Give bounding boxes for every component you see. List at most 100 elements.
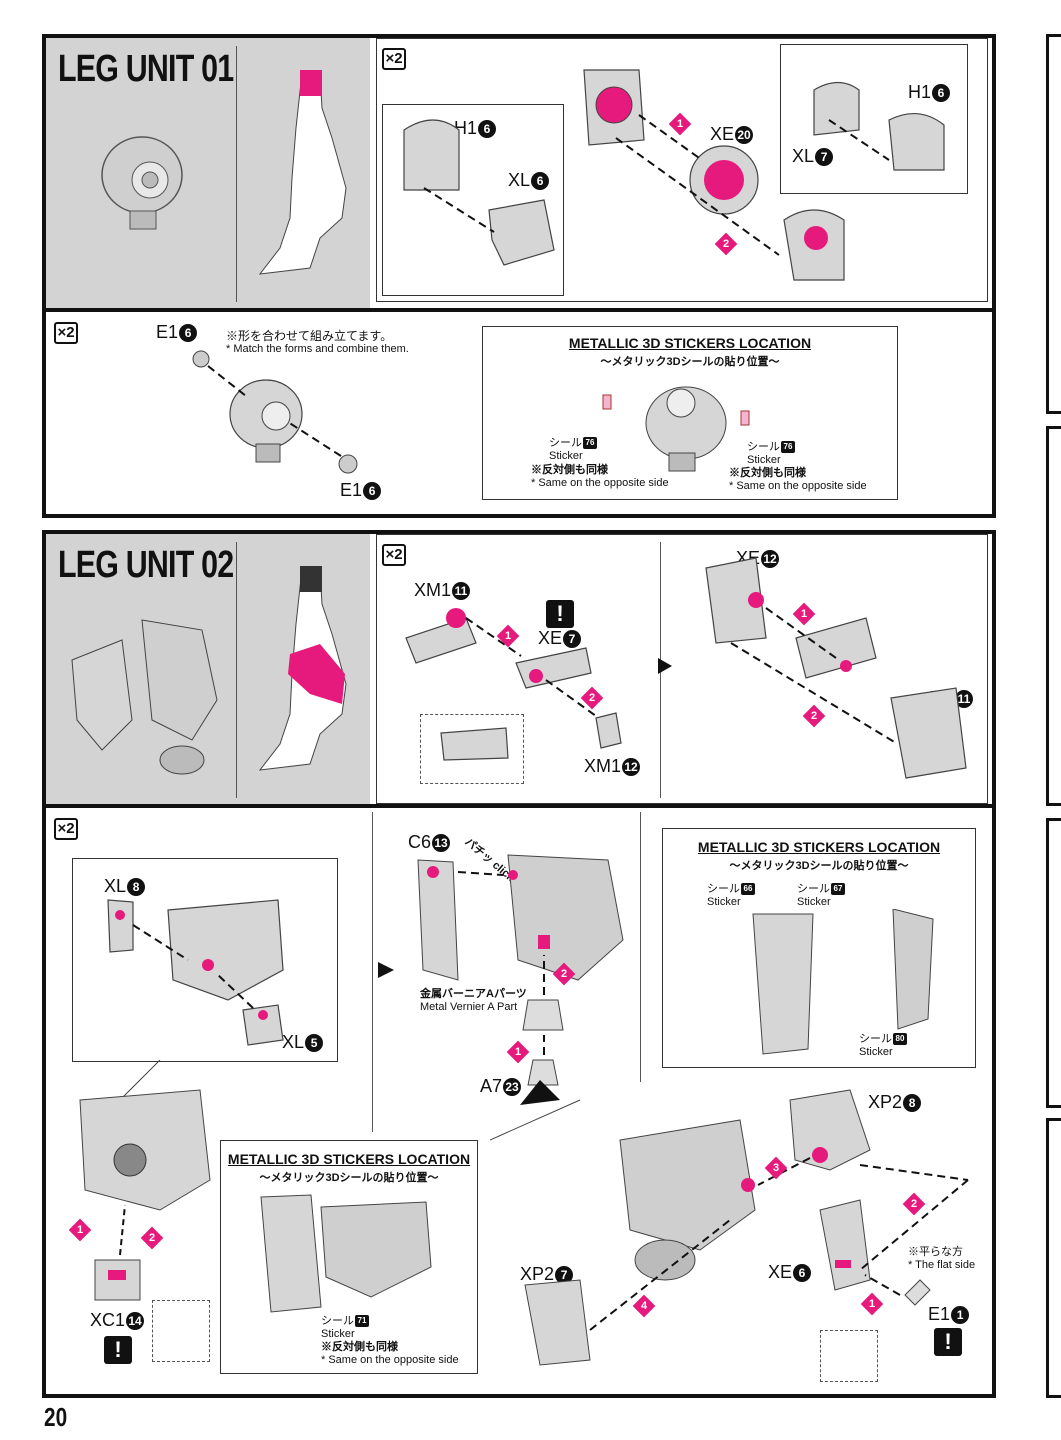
note-jp: ※形を合わせて組み立てます。 [226,329,393,343]
part-number: 14 [126,1312,145,1330]
sticker-left-note-jp: ※反対側も同様 [531,464,608,476]
step-marker: 1 [506,1040,530,1064]
part-number: 11 [955,690,974,708]
stickers-title: METALLIC 3D STICKERS LOCATION [227,1151,471,1167]
part-number: 6 [179,324,198,342]
sticker-number: 66 [741,883,755,895]
multiplier-badge: ×2 [382,544,406,566]
note-en: * Match the forms and combine them. [226,343,409,355]
flat-note-en: * The flat side [908,1259,976,1271]
step-marker: 2 [802,704,826,728]
divider [372,812,373,1132]
sticker-number: 71 [355,1315,369,1327]
sticker-number: 76 [781,441,795,453]
detail-inset [420,714,524,784]
leg2-sticker-a-diagram [752,909,934,1055]
sticker-number: 80 [893,1033,907,1045]
sticker-label-en: Sticker [321,1328,355,1340]
vernier-label-en: Metal Vernier A Part [420,1001,518,1013]
leg1-step1-inset-left [382,104,564,296]
part-number: 6 [531,172,550,190]
part-number: 12 [761,550,780,568]
part-number: 8 [903,1094,922,1112]
sticker-right-en: Sticker [747,454,781,466]
leg1-sticker-diagram [602,386,750,472]
multiplier-badge: ×2 [54,322,78,344]
step-marker: 1 [792,602,816,626]
divider [46,804,992,808]
side-tab [1046,426,1061,806]
step-marker: 2 [552,962,576,986]
step-marker: 2 [580,686,604,710]
leg2-step2-center-diagram [378,854,624,1086]
multiplier-badge: ×2 [54,818,78,840]
side-tab [1046,34,1061,414]
part-number: 6 [932,84,951,102]
stickers-subtitle: 〜メタリック3Dシールの貼り位置〜 [600,356,780,368]
leg2-stickers-box-a: METALLIC 3D STICKERS LOCATION 〜メタリック3Dシー… [662,828,976,1068]
part-number: 23 [503,1078,522,1096]
stickers-subtitle: 〜メタリック3Dシールの貼り位置〜 [729,860,909,872]
caution-icon: ! [934,1328,962,1356]
part-number: 1 [951,1306,970,1324]
step-marker: 3 [764,1156,788,1180]
leg-unit-02-title: LEG UNIT 02 [58,544,234,586]
part-number: 6 [793,1264,812,1282]
part-number: 6 [363,482,382,500]
divider [46,308,992,312]
sticker-number: 67 [831,883,845,895]
leg2-step2-lower-left-diagram [79,1060,211,1301]
part-number: 5 [305,1034,324,1052]
sticker-right-note-en: * Same on the opposite side [729,480,867,492]
step-marker: 1 [668,112,692,136]
caution-icon: ! [104,1336,132,1364]
leg1-step2-diagram [192,350,358,474]
part-number: 11 [452,582,471,600]
sticker-label-en: Sticker [859,1046,893,1058]
leg1-stickers-box: METALLIC 3D STICKERS LOCATION 〜メタリック3Dシー… [482,326,898,500]
step-marker: 1 [860,1292,884,1316]
part-number: 7 [555,1266,574,1284]
leg2-step2-inset-a-diagram [107,899,284,1046]
step-marker: 2 [714,232,738,256]
leg-unit-02-silhouette [258,566,347,771]
caution-icon: ! [546,600,574,628]
leg-unit-02-part-render [71,619,218,775]
stickers-title: METALLIC 3D STICKERS LOCATION [697,839,941,855]
leg2-stickers-box-b: METALLIC 3D STICKERS LOCATION 〜メタリック3Dシー… [220,1140,478,1374]
sticker-label-en: Sticker [797,896,831,908]
leg-unit-01-part-render [101,136,183,230]
multiplier-badge: ×2 [382,48,406,70]
step-marker: 4 [632,1294,656,1318]
sticker-number: 76 [583,437,597,449]
part-number: 6 [478,120,497,138]
divider [236,542,237,798]
part-number: 12 [622,758,641,776]
part-number: 8 [127,878,146,896]
sticker-note-jp: ※反対側も同様 [321,1341,398,1353]
part-number: 20 [735,126,754,144]
leg1-step1-diagram [403,69,945,281]
stickers-title: METALLIC 3D STICKERS LOCATION [568,335,812,351]
page-number: 20 [44,1402,68,1432]
leg-unit-01-silhouette [258,70,347,275]
